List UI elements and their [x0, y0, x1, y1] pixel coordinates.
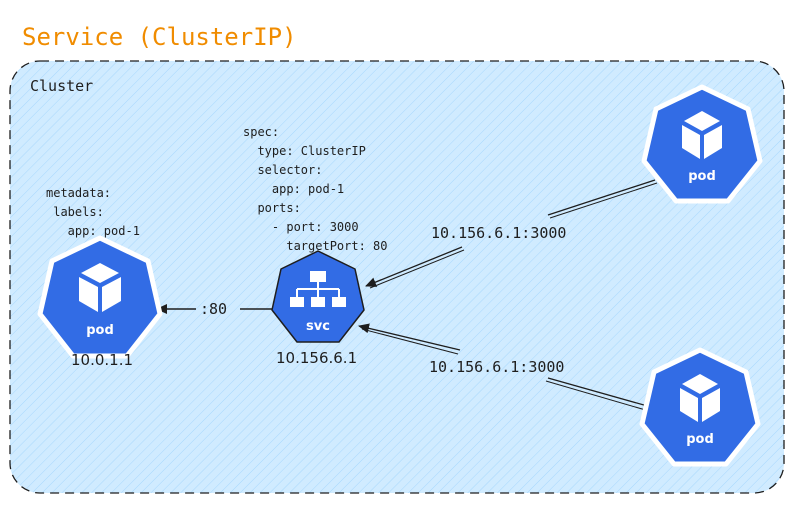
spec-line: selector:	[243, 163, 322, 177]
cube-icon	[682, 111, 722, 159]
service-ip-label: 10.156.6.1	[276, 349, 357, 367]
spec-line: - port: 3000	[243, 220, 359, 234]
pod-metadata: metadata: labels: app: pod-1	[46, 186, 140, 238]
service-spec: spec: type: ClusterIP selector: app: pod…	[243, 125, 388, 253]
edge-svc-to-pod: :80	[156, 300, 278, 318]
edge-bottom-client-to-svc: 10.156.6.1:3000	[358, 323, 652, 412]
pod-icon: pod	[639, 347, 761, 467]
svc-icon: svc	[271, 250, 365, 343]
diagram-title: Service (ClusterIP)	[22, 23, 297, 51]
edge-label-port-80: :80	[200, 300, 227, 318]
spec-line: type: ClusterIP	[243, 144, 366, 158]
metadata-line: labels:	[46, 205, 104, 219]
pod-icon: pod	[37, 235, 163, 359]
cluster-label: Cluster	[30, 77, 93, 95]
edge-top-client-to-svc: 10.156.6.1:3000	[365, 179, 658, 289]
spec-line: ports:	[243, 201, 301, 215]
spec-line: app: pod-1	[243, 182, 344, 196]
spec-line: spec:	[243, 125, 279, 139]
cube-icon	[680, 374, 720, 422]
metadata-line: metadata:	[46, 186, 111, 200]
network-icon	[290, 271, 346, 307]
metadata-line: app: pod-1	[46, 224, 140, 238]
pod-icon-text: pod	[86, 323, 114, 338]
pod-icon: pod	[641, 84, 763, 204]
edge-label-bottom-client: 10.156.6.1:3000	[429, 358, 564, 376]
cube-icon	[79, 263, 121, 312]
pod-icon-text: pod	[686, 432, 714, 447]
edge-label-top-client: 10.156.6.1:3000	[431, 224, 566, 242]
pod-ip-label: 10.0.1.1	[71, 351, 133, 369]
spec-line: targetPort: 80	[243, 239, 388, 253]
pod-icon-text: pod	[688, 169, 716, 184]
svc-icon-text: svc	[306, 319, 330, 334]
